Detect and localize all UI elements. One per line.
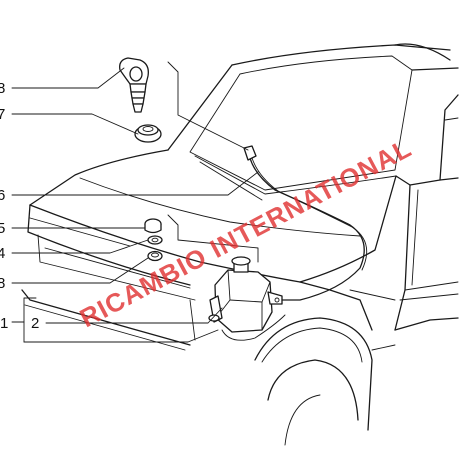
car-body-outline — [21, 43, 459, 446]
small-fittings — [144, 218, 163, 262]
callout-labels: 8 7 6 5 4 8 1 2 — [0, 80, 39, 332]
callout-6: 6 — [0, 187, 5, 204]
leader-lines — [11, 61, 259, 343]
callout-1: 1 — [0, 315, 8, 332]
rubber-grommet — [134, 124, 162, 143]
callout-4: 4 — [0, 245, 5, 262]
callout-8-top: 8 — [0, 80, 5, 97]
hose-clip — [243, 145, 257, 161]
washer-reservoir — [208, 256, 286, 341]
washer-nozzle — [119, 57, 149, 113]
callout-8-lower: 8 — [0, 275, 5, 292]
callout-2: 2 — [31, 315, 39, 332]
callout-7: 7 — [0, 106, 5, 123]
callout-5: 5 — [0, 220, 5, 237]
washer-hose — [249, 157, 368, 301]
